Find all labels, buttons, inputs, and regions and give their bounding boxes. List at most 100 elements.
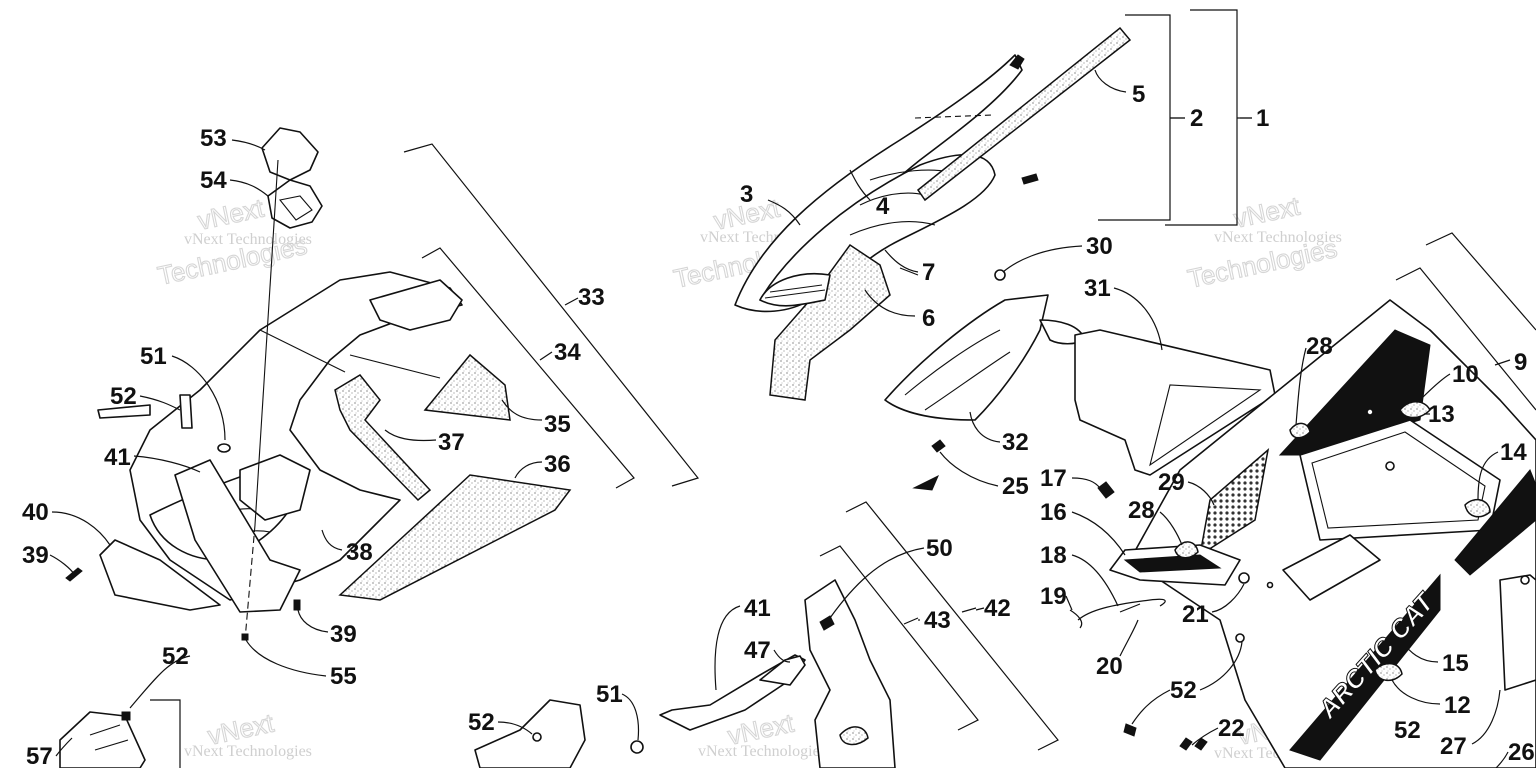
callout-15: 15	[1442, 650, 1469, 677]
callout-6: 6	[922, 305, 935, 332]
leader-53	[231, 139, 266, 151]
leader-19	[1065, 595, 1073, 611]
bolt-21	[1238, 572, 1250, 584]
leader-16	[1071, 511, 1126, 556]
callout-4: 4	[876, 193, 890, 220]
panel-stripe-upper	[1454, 469, 1536, 576]
gasket-53	[261, 127, 319, 181]
shield-57	[59, 711, 146, 768]
leader-14	[1477, 451, 1499, 501]
bracket-57	[150, 699, 181, 768]
dash-contours	[904, 329, 1011, 411]
callout-30: 30	[1086, 233, 1113, 260]
watermark-word-a: vNext	[195, 193, 267, 236]
leader-7	[884, 249, 919, 273]
gauge-cover-31	[1074, 329, 1276, 476]
light-lens-band	[1123, 554, 1222, 573]
belly-inner-rib	[259, 329, 346, 373]
callout-5: 5	[1132, 81, 1145, 108]
leader-10	[1419, 373, 1451, 401]
leader-7-link	[899, 267, 919, 276]
callout-3: 3	[740, 181, 753, 208]
lower-center-assembly	[59, 579, 1137, 768]
leader-52c	[1131, 689, 1171, 725]
pad-10	[1399, 401, 1431, 419]
callout-31: 31	[1084, 275, 1111, 302]
leader-18	[1071, 554, 1119, 607]
leader-21	[1211, 583, 1245, 613]
leader-42	[975, 607, 985, 611]
callout-41-lower: 41	[744, 595, 771, 622]
callout-14: 14	[1500, 439, 1527, 466]
rivet-panel-3	[1266, 581, 1274, 589]
leader-39b	[297, 609, 329, 633]
leader-55	[245, 639, 327, 677]
leader-41b	[714, 605, 741, 691]
callout-18: 18	[1040, 542, 1067, 569]
watermark-text: vNext Technologies	[184, 743, 312, 760]
callout-9: 9	[1514, 349, 1527, 376]
lens-lines	[764, 284, 826, 299]
leader-9	[1494, 359, 1511, 366]
callout-19: 19	[1040, 583, 1067, 610]
watermark-text: vNext Technologies	[698, 743, 826, 760]
leader-35	[501, 399, 543, 421]
rivet-panel-1	[1366, 408, 1374, 416]
bracket-9-inner	[1395, 267, 1536, 411]
callout-28-upper: 28	[1306, 333, 1333, 360]
foam-strip-5	[916, 26, 1132, 202]
screw-52-lower	[121, 711, 131, 721]
bracket-33-tick	[564, 297, 579, 306]
callout-22: 22	[1218, 715, 1245, 742]
gauge-window	[1149, 384, 1262, 467]
rivet-27	[1520, 575, 1530, 585]
leader-52b	[497, 721, 533, 735]
callout-27: 27	[1440, 733, 1467, 760]
callout-12: 12	[1444, 692, 1471, 719]
leader-17	[1071, 477, 1101, 489]
bracket-43-tick	[903, 617, 919, 625]
watermark-4: vNext vNext Technologies	[184, 707, 312, 760]
leader-3	[767, 199, 801, 226]
hood-assembly	[734, 26, 1132, 401]
hood-center-line	[914, 114, 993, 119]
callout-20: 20	[1096, 653, 1123, 680]
leader-28a	[1295, 347, 1307, 426]
leader-26	[1495, 751, 1509, 768]
screw-39-right	[293, 599, 301, 611]
callout-28-lower: 28	[1128, 497, 1155, 524]
belly-pan-assembly	[65, 127, 572, 641]
callout-40: 40	[22, 499, 49, 526]
harness-18	[1077, 598, 1166, 621]
bracket-42	[845, 501, 1059, 751]
bracket-panel-52	[474, 699, 586, 768]
leader-12	[1391, 679, 1441, 705]
callout-38: 38	[346, 539, 373, 566]
grommet-30	[994, 269, 1006, 281]
callout-10: 10	[1452, 361, 1479, 388]
callout-32: 32	[1002, 429, 1029, 456]
leader-32	[969, 411, 1001, 443]
panel-stripe-15	[1289, 573, 1441, 761]
dash-panel-32	[884, 294, 1049, 421]
dash-assembly	[884, 269, 1276, 491]
callout-53: 53	[200, 125, 227, 152]
pad-43	[839, 726, 869, 746]
clip-25	[931, 439, 946, 453]
side-trim-27	[1499, 574, 1536, 691]
pad-28-lower	[1174, 541, 1199, 559]
callout-29: 29	[1158, 469, 1185, 496]
side-rail-41	[174, 459, 301, 613]
callout-39-left: 39	[22, 542, 49, 569]
pad-28-upper	[1289, 422, 1311, 439]
clip-50	[819, 615, 835, 631]
pad-12	[1374, 662, 1403, 682]
rivet-52	[532, 732, 542, 742]
hood-clip-side	[1021, 173, 1039, 185]
hood-clip-top	[1009, 54, 1025, 70]
grommet-51-lower	[630, 740, 644, 754]
leader-52a	[139, 395, 181, 411]
leader-31	[1113, 287, 1163, 351]
leader-6	[864, 289, 916, 317]
leader-54	[229, 179, 269, 197]
